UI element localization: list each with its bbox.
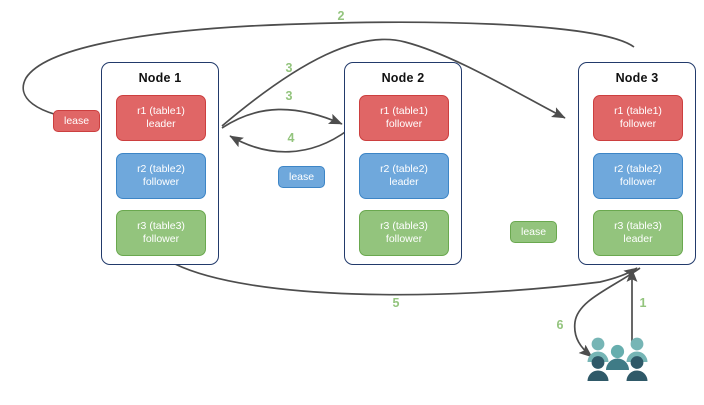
replica-node1-r1[interactable]: r1 (table1) leader — [116, 95, 206, 141]
replica-role: leader — [389, 176, 419, 188]
clients-icon — [586, 336, 650, 384]
replica-role: follower — [619, 176, 657, 188]
replica-role: leader — [623, 233, 653, 245]
client-head-front-right — [630, 356, 644, 369]
replica-role: follower — [619, 118, 657, 130]
client-body-front-left — [587, 370, 609, 381]
step-label-3a: 3 — [285, 61, 293, 75]
replica-node1-r2[interactable]: r2 (table2) follower — [116, 153, 206, 199]
arrow-step-5 — [174, 263, 638, 296]
replica-node2-r1[interactable]: r1 (table1) follower — [359, 95, 449, 141]
replica-name: r1 (table1) — [137, 104, 185, 117]
replica-name: r1 (table1) — [614, 104, 662, 117]
client-head-front-left — [591, 356, 605, 369]
replica-node2-r2[interactable]: r2 (table2) leader — [359, 153, 449, 199]
step-label-3b: 3 — [285, 89, 293, 103]
replica-role: follower — [385, 118, 423, 130]
replica-role: leader — [146, 118, 176, 130]
node-title-1: Node 1 — [138, 71, 182, 85]
step-label-6: 6 — [556, 318, 564, 332]
lease-badge-r3[interactable]: lease — [510, 221, 558, 243]
node-container-1[interactable]: Node 1 r1 (table1) leader r2 (table2) fo… — [101, 62, 219, 265]
replica-node3-r2[interactable]: r2 (table2) follower — [593, 153, 683, 199]
client-head-back-right — [630, 337, 644, 351]
replica-name: r1 (table1) — [380, 104, 428, 117]
replica-node2-r3[interactable]: r3 (table3) follower — [359, 210, 449, 256]
client-head-center — [610, 344, 625, 359]
replica-name: r3 (table3) — [614, 219, 662, 232]
replica-name: r2 (table2) — [137, 162, 185, 175]
node-container-3[interactable]: Node 3 r1 (table1) follower r2 (table2) … — [578, 62, 696, 265]
replica-role: follower — [142, 233, 180, 245]
replica-name: r3 (table3) — [380, 219, 428, 232]
client-body-center — [606, 358, 629, 370]
step-label-4: 4 — [287, 131, 295, 145]
replica-role: follower — [142, 176, 180, 188]
node-container-2[interactable]: Node 2 r1 (table1) follower r2 (table2) … — [344, 62, 462, 265]
replica-node1-r3[interactable]: r3 (table3) follower — [116, 210, 206, 256]
step-label-2: 2 — [337, 9, 345, 23]
lease-badge-r1[interactable]: lease — [53, 110, 101, 132]
replica-name: r3 (table3) — [137, 219, 185, 232]
lease-badge-r2[interactable]: lease — [278, 166, 326, 188]
client-body-front-right — [626, 370, 648, 381]
replica-node3-r1[interactable]: r1 (table1) follower — [593, 95, 683, 141]
arrow-step-3b — [221, 108, 343, 129]
node-title-3: Node 3 — [615, 71, 659, 85]
step-label-5: 5 — [392, 296, 400, 310]
step-label-1: 1 — [639, 296, 647, 310]
replica-name: r2 (table2) — [614, 162, 662, 175]
node-title-2: Node 2 — [381, 71, 425, 85]
replica-role: follower — [385, 233, 423, 245]
replica-node3-r3[interactable]: r3 (table3) leader — [593, 210, 683, 256]
client-head-back-left — [591, 337, 605, 351]
replica-name: r2 (table2) — [380, 162, 428, 175]
